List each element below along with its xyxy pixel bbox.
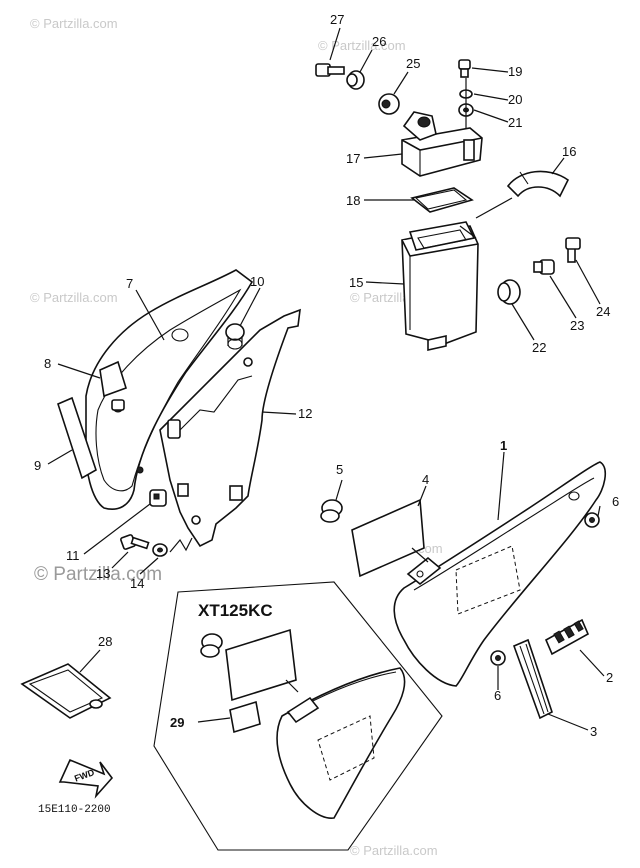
nut-11 [149, 489, 167, 507]
callout-labels: 27 26 25 19 20 21 17 16 18 15 22 23 24 7… [34, 12, 619, 739]
pad-18 [410, 187, 474, 213]
strip-9 [57, 396, 97, 480]
callout-7: 7 [126, 276, 133, 291]
band-16 [506, 170, 570, 198]
inset-label [225, 628, 297, 702]
plate-12 [159, 308, 301, 548]
callout-14: 14 [130, 576, 144, 591]
grommet-25 [378, 93, 400, 115]
callout-23: 23 [570, 318, 584, 333]
callout-20: 20 [508, 92, 522, 107]
callout-9: 9 [34, 458, 41, 473]
bolt-27 [315, 63, 345, 77]
forward-arrow-icon: FWD [58, 758, 114, 799]
bolt-24 [565, 237, 581, 263]
inset-side-cover [276, 667, 406, 819]
screw-19 [458, 59, 471, 78]
callout-10: 10 [250, 274, 264, 289]
cover-28 [20, 663, 112, 719]
washer-14 [152, 543, 168, 557]
callout-3: 3 [590, 724, 597, 739]
inset-grommet [200, 633, 223, 658]
callout-12: 12 [298, 406, 312, 421]
plate-8 [99, 360, 127, 398]
bolt-13 [120, 534, 150, 550]
callout-13: 13 [96, 566, 110, 581]
battery-box-assembly [315, 59, 581, 351]
xt125kc-inset: XT125KC [153, 581, 443, 851]
watermark-text: © Partzilla.com [34, 564, 162, 585]
diagram-code: 15E110-2200 [38, 804, 111, 816]
callout-16: 16 [562, 144, 576, 159]
callout-19: 19 [508, 64, 522, 79]
callout-15: 15 [349, 275, 363, 290]
callout-18: 18 [346, 193, 360, 208]
callout-29: 29 [170, 715, 184, 730]
callout-11: 11 [66, 548, 80, 563]
inset-border [153, 581, 443, 851]
screw-6-lower [490, 650, 506, 666]
grommet-10 [225, 323, 245, 350]
callout-27: 27 [330, 12, 344, 27]
bracket-7 [84, 269, 254, 510]
emblem-29 [229, 700, 261, 734]
collar-26 [346, 70, 365, 90]
callout-1: 1 [500, 438, 507, 453]
collar-23 [533, 259, 555, 275]
watermarks: © Partzilla.com © Partzilla.com © Partzi… [30, 16, 443, 858]
side-cover-1 [393, 461, 607, 687]
callout-5: 5 [336, 462, 343, 477]
callout-4: 4 [422, 472, 429, 487]
watermark-text: © Partzilla.com [318, 38, 406, 53]
callout-2: 2 [606, 670, 613, 685]
callout-8: 8 [44, 356, 51, 371]
label-4 [351, 498, 425, 578]
battery-cover-17 [401, 111, 483, 177]
screw-6-right [584, 512, 600, 528]
emblem-2 [544, 618, 590, 656]
callout-21: 21 [508, 115, 522, 130]
callout-24: 24 [596, 304, 610, 319]
battery-case-15 [401, 221, 479, 351]
stripe-3 [512, 638, 553, 720]
callout-6-lower: 6 [494, 688, 501, 703]
callout-26: 26 [372, 34, 386, 49]
side-cover-assembly [320, 461, 607, 720]
watermark-text: © Partzilla.com [30, 16, 118, 31]
callout-17: 17 [346, 151, 360, 166]
inset-title: XT125KC [198, 601, 273, 620]
leader-lines [47, 27, 605, 731]
callout-22: 22 [532, 340, 546, 355]
callout-6-right: 6 [612, 494, 619, 509]
callout-28: 28 [98, 634, 112, 649]
side-cover-bracket-assembly [57, 269, 301, 557]
grommet-5 [320, 499, 343, 523]
watermark-text: © Partzilla.com [30, 290, 118, 305]
watermark-text: © Partzilla.com [350, 843, 438, 858]
damper-22 [497, 279, 521, 305]
callout-25: 25 [406, 56, 420, 71]
